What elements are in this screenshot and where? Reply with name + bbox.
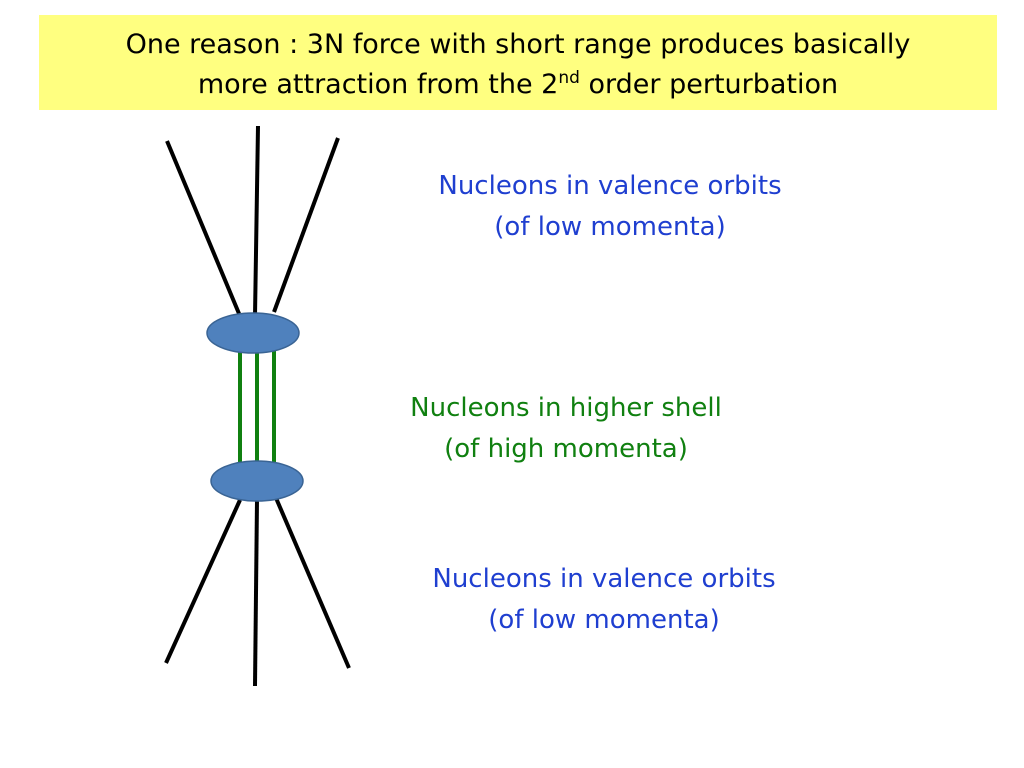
label-valence-bottom: Nucleons in valence orbits (of low momen… bbox=[374, 559, 834, 641]
bottom-vertex bbox=[210, 460, 304, 502]
title-line-1-text: One reason : 3N force with short range p… bbox=[125, 29, 911, 60]
title-line-1: One reason : 3N force with short range p… bbox=[39, 25, 997, 65]
top-leg-left bbox=[165, 140, 242, 317]
label-valence-top: Nucleons in valence orbits (of low momen… bbox=[380, 166, 840, 248]
label-valence-bottom-line-2: (of low momenta) bbox=[488, 605, 720, 635]
label-valence-top-line-1: Nucleons in valence orbits bbox=[438, 171, 782, 201]
bottom-leg-right bbox=[274, 497, 351, 669]
top-vertex bbox=[206, 312, 300, 354]
label-valence-top-line-2: (of low momenta) bbox=[494, 212, 726, 242]
title-box: One reason : 3N force with short range p… bbox=[39, 15, 997, 110]
top-leg-right bbox=[272, 137, 340, 313]
label-valence-bottom-line-1: Nucleons in valence orbits bbox=[432, 564, 776, 594]
top-leg-center bbox=[253, 125, 260, 317]
bottom-leg-left bbox=[164, 499, 242, 664]
label-higher-shell-line-2: (of high momenta) bbox=[444, 434, 688, 464]
title-superscript: nd bbox=[558, 68, 580, 88]
title-line-2-suffix: order perturbation bbox=[579, 69, 839, 100]
label-higher-shell: Nucleons in higher shell (of high moment… bbox=[336, 388, 796, 470]
label-higher-shell-line-1: Nucleons in higher shell bbox=[410, 393, 722, 423]
title-line-2: more attraction from the 2nd order pertu… bbox=[39, 65, 997, 105]
title-line-2-prefix: more attraction from the 2 bbox=[197, 69, 559, 100]
bottom-leg-center bbox=[253, 499, 259, 687]
